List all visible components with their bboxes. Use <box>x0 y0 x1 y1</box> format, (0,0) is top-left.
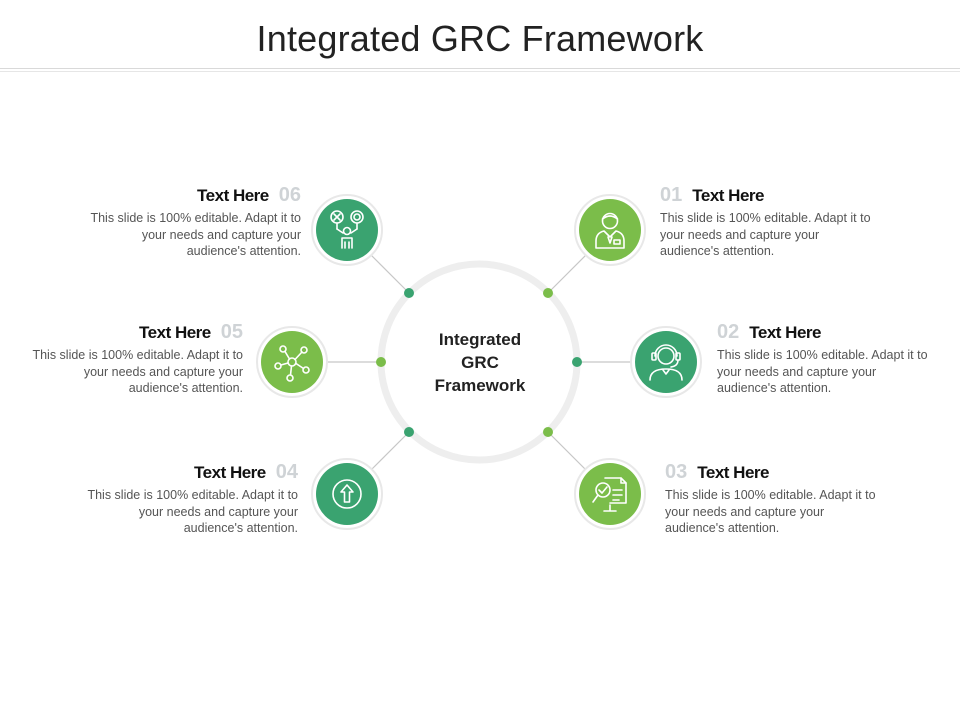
item-02-number: 02 <box>717 321 740 343</box>
node-05 <box>256 326 328 398</box>
connector-03 <box>547 431 589 473</box>
item-05-header: Text Here 05 <box>23 321 243 345</box>
item-01: 01 Text Here This slide is 100% editable… <box>660 184 880 260</box>
title-divider <box>0 68 960 72</box>
item-04-header: Text Here 04 <box>78 461 298 485</box>
connector-04 <box>369 431 410 472</box>
item-02-title: Text Here <box>749 323 821 342</box>
center-label-line1: Integrated <box>438 330 522 349</box>
node-03 <box>574 458 646 530</box>
item-05: Text Here 05 This slide is 100% editable… <box>23 321 243 397</box>
slide-title: Integrated GRC Framework <box>256 18 704 59</box>
item-04-number: 04 <box>275 461 298 483</box>
decision-person-icon <box>330 210 364 249</box>
item-06-description: This slide is 100% editable. Adapt it to… <box>90 211 301 258</box>
ring-dot-03 <box>543 427 553 437</box>
ring-dot-06 <box>404 288 414 298</box>
item-03-header: 03 Text Here <box>665 461 885 485</box>
center-label: Integrated GRC Framework <box>405 328 555 397</box>
item-03-number: 03 <box>665 461 688 483</box>
network-hub-icon <box>274 345 310 382</box>
item-06-header: Text Here 06 <box>81 184 301 208</box>
node-04 <box>311 458 383 530</box>
item-04-title: Text Here <box>194 463 266 482</box>
item-02: 02 Text Here This slide is 100% editable… <box>717 321 937 397</box>
node-02 <box>630 326 702 398</box>
item-02-description: This slide is 100% editable. Adapt it to… <box>717 348 928 395</box>
item-04-description: This slide is 100% editable. Adapt it to… <box>87 488 298 535</box>
item-03-description: This slide is 100% editable. Adapt it to… <box>665 488 876 535</box>
businessman-icon <box>595 212 625 249</box>
ring-dot-02 <box>572 357 582 367</box>
node-01 <box>574 194 646 266</box>
item-04: Text Here 04 This slide is 100% editable… <box>78 461 298 537</box>
item-01-header: 01 Text Here <box>660 184 880 208</box>
item-02-header: 02 Text Here <box>717 321 937 345</box>
item-03: 03 Text Here This slide is 100% editable… <box>665 461 885 537</box>
item-06-title: Text Here <box>197 186 269 205</box>
headset-support-icon <box>649 344 683 381</box>
center-label-line3: Framework <box>434 376 526 395</box>
ring-dot-01 <box>543 288 553 298</box>
ring-dot-05 <box>376 357 386 367</box>
item-05-number: 05 <box>220 321 243 343</box>
document-search-icon <box>592 477 627 512</box>
connector-01 <box>547 252 589 294</box>
item-06: Text Here 06 This slide is 100% editable… <box>81 184 301 260</box>
item-01-number: 01 <box>660 184 683 206</box>
item-06-number: 06 <box>278 184 301 206</box>
item-03-title: Text Here <box>697 463 769 482</box>
item-05-description: This slide is 100% editable. Adapt it to… <box>32 348 243 395</box>
node-06 <box>311 194 383 266</box>
item-01-description: This slide is 100% editable. Adapt it to… <box>660 211 871 258</box>
center-label-line2: GRC <box>461 353 499 372</box>
arrow-up-circle-icon <box>332 479 362 509</box>
ring-dot-04 <box>404 427 414 437</box>
item-05-title: Text Here <box>139 323 211 342</box>
item-01-title: Text Here <box>692 186 764 205</box>
connector-06 <box>369 253 410 294</box>
